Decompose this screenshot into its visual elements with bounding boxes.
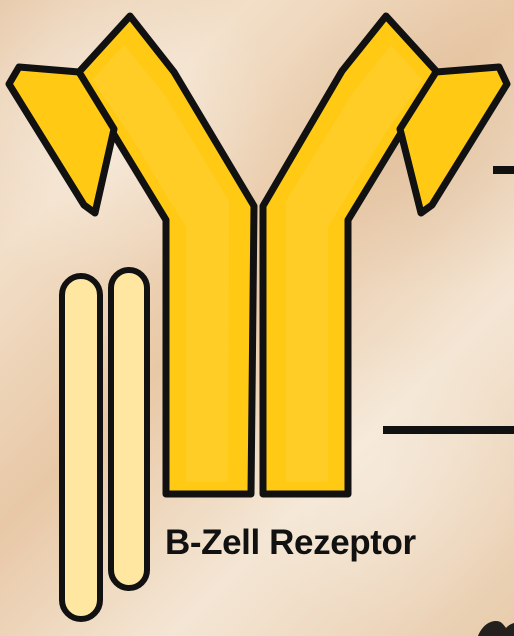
- partial-text-artifact-icon: [478, 621, 514, 636]
- signal-chain-group: [62, 270, 147, 619]
- signal-chain-right: [111, 270, 147, 588]
- receptor-label: B-Zell Rezeptor: [165, 525, 416, 560]
- callout-line-group: [383, 170, 514, 430]
- signal-chain-left: [62, 276, 100, 619]
